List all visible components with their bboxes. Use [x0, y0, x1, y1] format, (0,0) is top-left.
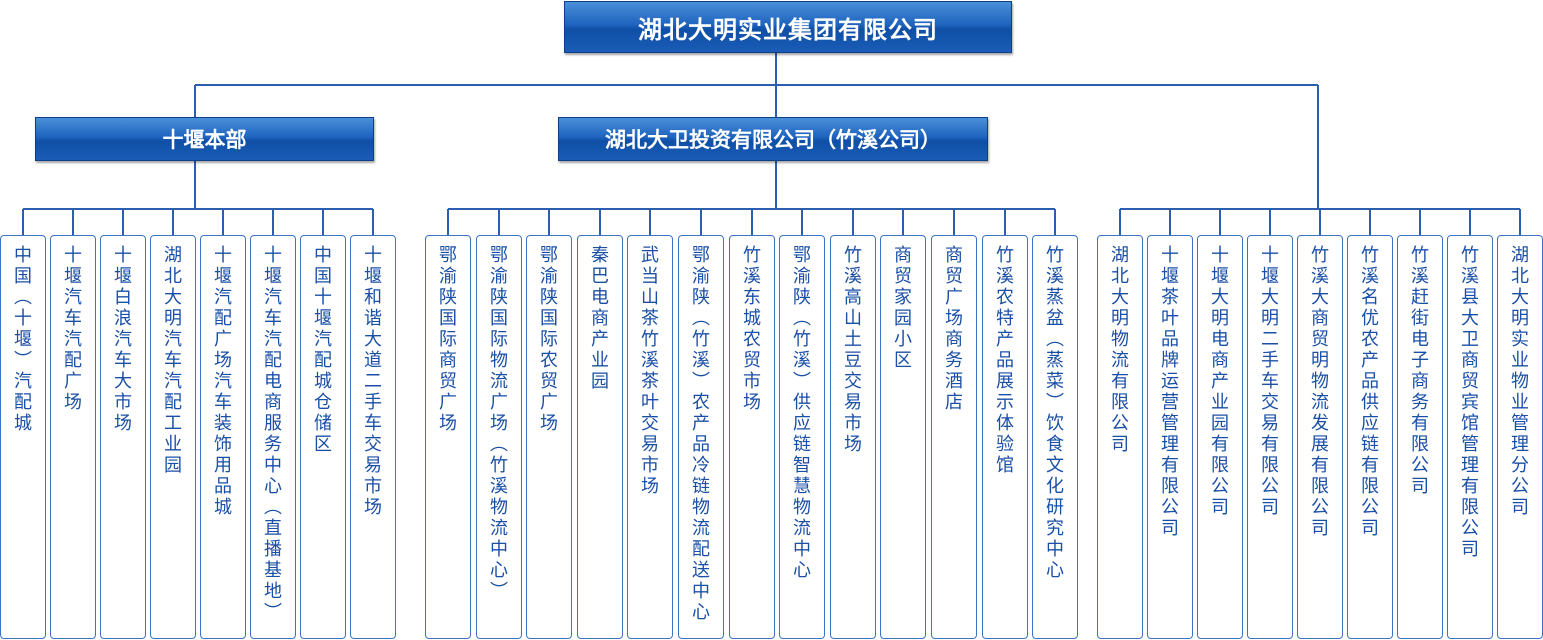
org-unit-label: 十堰汽车汽配广场	[64, 245, 82, 413]
org-unit-label: 中国︵十堰︶汽配城	[14, 245, 32, 434]
branch-header-dawei-zhuxi: 湖北大卫投资有限公司（竹溪公司）	[558, 117, 988, 161]
org-unit-label: 竹溪高山土豆交易市场	[844, 245, 862, 455]
org-unit-box: 竹溪东城农贸市场	[729, 235, 775, 639]
org-unit-box: 秦巴电商产业园	[577, 235, 623, 639]
org-unit-label: 湖北大明物流有限公司	[1111, 245, 1129, 455]
org-unit-box: 竹溪农特产品展示体验馆	[982, 235, 1028, 639]
org-unit-box: 鄂渝陕国际物流广场︵竹溪物流中心︶	[476, 235, 522, 639]
org-unit-label: 竹溪赶街电子商务有限公司	[1411, 245, 1429, 497]
org-unit-box: 竹溪名优农产品供应链有限公司	[1347, 235, 1393, 639]
org-unit-label: 鄂渝陕︵竹溪︶供应链智慧物流中心	[793, 245, 811, 581]
org-unit-label: 竹溪东城农贸市场	[743, 245, 761, 413]
org-unit-box: 竹溪县大卫商贸宾馆管理有限公司	[1447, 235, 1493, 639]
org-unit-label: 鄂渝陕国际物流广场︵竹溪物流中心︶	[490, 245, 508, 602]
org-unit-label: 竹溪蒸盆︵蒸菜︶饮食文化研究中心	[1046, 245, 1064, 581]
org-unit-label: 湖北大明汽车汽配工业园	[164, 245, 182, 476]
org-unit-box: 十堰汽配广场汽车装饰用品城	[200, 235, 246, 639]
org-unit-box: 十堰大明电商产业园有限公司	[1197, 235, 1243, 639]
org-unit-label: 商贸广场商务酒店	[945, 245, 963, 413]
org-unit-box: 十堰茶叶品牌运营管理有限公司	[1147, 235, 1193, 639]
org-unit-label: 武当山茶竹溪茶叶交易市场	[641, 245, 659, 497]
org-unit-box: 武当山茶竹溪茶叶交易市场	[627, 235, 673, 639]
org-unit-label: 竹溪农特产品展示体验馆	[996, 245, 1014, 476]
org-unit-label: 十堰大明电商产业园有限公司	[1211, 245, 1229, 518]
org-root-company: 湖北大明实业集团有限公司	[564, 1, 1012, 53]
org-unit-box: 竹溪高山土豆交易市场	[830, 235, 876, 639]
org-unit-label: 十堰茶叶品牌运营管理有限公司	[1161, 245, 1179, 539]
org-unit-label: 鄂渝陕国际商贸广场	[439, 245, 457, 434]
org-unit-label: 十堰汽车汽配电商服务中心︵直播基地︶	[264, 245, 282, 623]
org-unit-label: 十堰汽配广场汽车装饰用品城	[214, 245, 232, 518]
org-unit-box: 十堰大明二手车交易有限公司	[1247, 235, 1293, 639]
org-unit-box: 十堰和谐大道二手车交易市场	[350, 235, 396, 639]
org-unit-box: 鄂渝陕︵竹溪︶供应链智慧物流中心	[779, 235, 825, 639]
org-unit-box: 中国十堰汽配城仓储区	[300, 235, 346, 639]
org-unit-box: 鄂渝陕︵竹溪︶农产品冷链物流配送中心	[678, 235, 724, 639]
org-unit-label: 中国十堰汽配城仓储区	[314, 245, 332, 455]
org-unit-box: 十堰白浪汽车大市场	[100, 235, 146, 639]
org-unit-box: 湖北大明汽车汽配工业园	[150, 235, 196, 639]
org-unit-label: 鄂渝陕国际农贸广场	[540, 245, 558, 434]
org-unit-label: 竹溪名优农产品供应链有限公司	[1361, 245, 1379, 539]
org-unit-box: 湖北大明实业物业管理分公司	[1497, 235, 1543, 639]
org-unit-label: 鄂渝陕︵竹溪︶农产品冷链物流配送中心	[692, 245, 710, 623]
org-unit-label: 十堰和谐大道二手车交易市场	[364, 245, 382, 518]
org-unit-box: 中国︵十堰︶汽配城	[0, 235, 46, 639]
org-unit-label: 商贸家园小区	[894, 245, 912, 371]
org-unit-box: 商贸家园小区	[880, 235, 926, 639]
org-unit-label: 湖北大明实业物业管理分公司	[1511, 245, 1529, 518]
org-unit-box: 鄂渝陕国际农贸广场	[526, 235, 572, 639]
org-unit-box: 十堰汽车汽配电商服务中心︵直播基地︶	[250, 235, 296, 639]
org-unit-box: 竹溪大商贸明物流发展有限公司	[1297, 235, 1343, 639]
org-unit-box: 鄂渝陕国际商贸广场	[425, 235, 471, 639]
org-unit-label: 十堰白浪汽车大市场	[114, 245, 132, 434]
org-unit-box: 十堰汽车汽配广场	[50, 235, 96, 639]
org-unit-box: 竹溪蒸盆︵蒸菜︶饮食文化研究中心	[1032, 235, 1078, 639]
org-unit-box: 湖北大明物流有限公司	[1097, 235, 1143, 639]
org-unit-label: 十堰大明二手车交易有限公司	[1261, 245, 1279, 518]
branch-header-shiyan-hq: 十堰本部	[35, 117, 374, 161]
org-unit-label: 竹溪大商贸明物流发展有限公司	[1311, 245, 1329, 539]
org-unit-box: 商贸广场商务酒店	[931, 235, 977, 639]
org-unit-box: 竹溪赶街电子商务有限公司	[1397, 235, 1443, 639]
org-unit-label: 秦巴电商产业园	[591, 245, 609, 392]
org-unit-label: 竹溪县大卫商贸宾馆管理有限公司	[1461, 245, 1479, 560]
